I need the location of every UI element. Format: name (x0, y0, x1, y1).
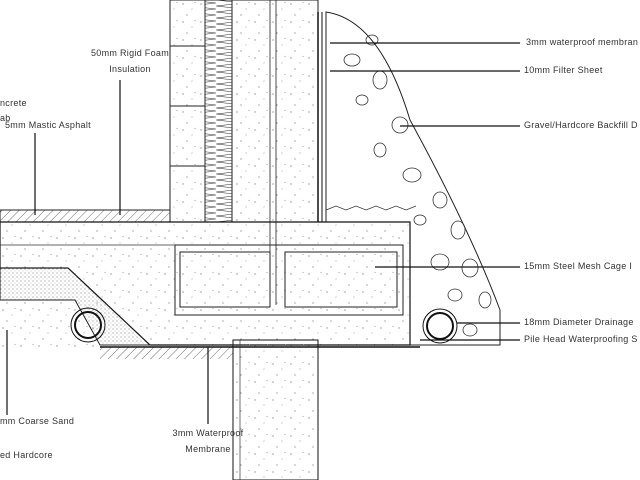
label-rigid-foam-2: Insulation (109, 64, 151, 74)
block-wall (169, 0, 206, 223)
label-hardcore: ed Hardcore (0, 450, 53, 460)
label-pile-head: Pile Head Waterproofing S (524, 334, 638, 344)
label-waterproof-membrane-bottom: 3mm Waterproof (172, 428, 244, 438)
label-coarse-sand: mm Coarse Sand (0, 416, 75, 426)
rigid-foam-insulation (204, 0, 233, 223)
label-rigid-foam: 50mm Rigid Foam (90, 48, 170, 58)
label-drainage: 18mm Diameter Drainage (524, 317, 634, 327)
label-steel-mesh: 15mm Steel Mesh Cage I (524, 261, 633, 271)
drainage-pipe-right (422, 308, 458, 344)
membrane-layers (317, 12, 327, 222)
label-waterproof-membrane-top: 3mm waterproof membran (526, 37, 639, 47)
gravel-stones (343, 34, 492, 337)
label-concrete-slab-2: ab (0, 113, 11, 123)
drainage-pipe-left (70, 307, 106, 343)
mastic-asphalt (0, 209, 171, 223)
steel-mesh-cage (174, 244, 404, 316)
label-concrete-slab: ncrete (0, 98, 27, 108)
pile (232, 339, 319, 480)
label-waterproof-membrane-bottom-2: Membrane (185, 444, 231, 454)
gravel-backfill (325, 11, 501, 346)
ground-hatch (100, 347, 233, 359)
leader-lines (6, 42, 520, 424)
label-filter-sheet: 10mm Filter Sheet (524, 65, 603, 75)
label-gravel-backfill: Gravel/Hardcore Backfill D (524, 120, 638, 130)
compacted-hardcore (0, 300, 100, 350)
concrete-wall (231, 0, 319, 223)
label-mastic-asphalt: 5mm Mastic Asphalt (5, 120, 91, 130)
